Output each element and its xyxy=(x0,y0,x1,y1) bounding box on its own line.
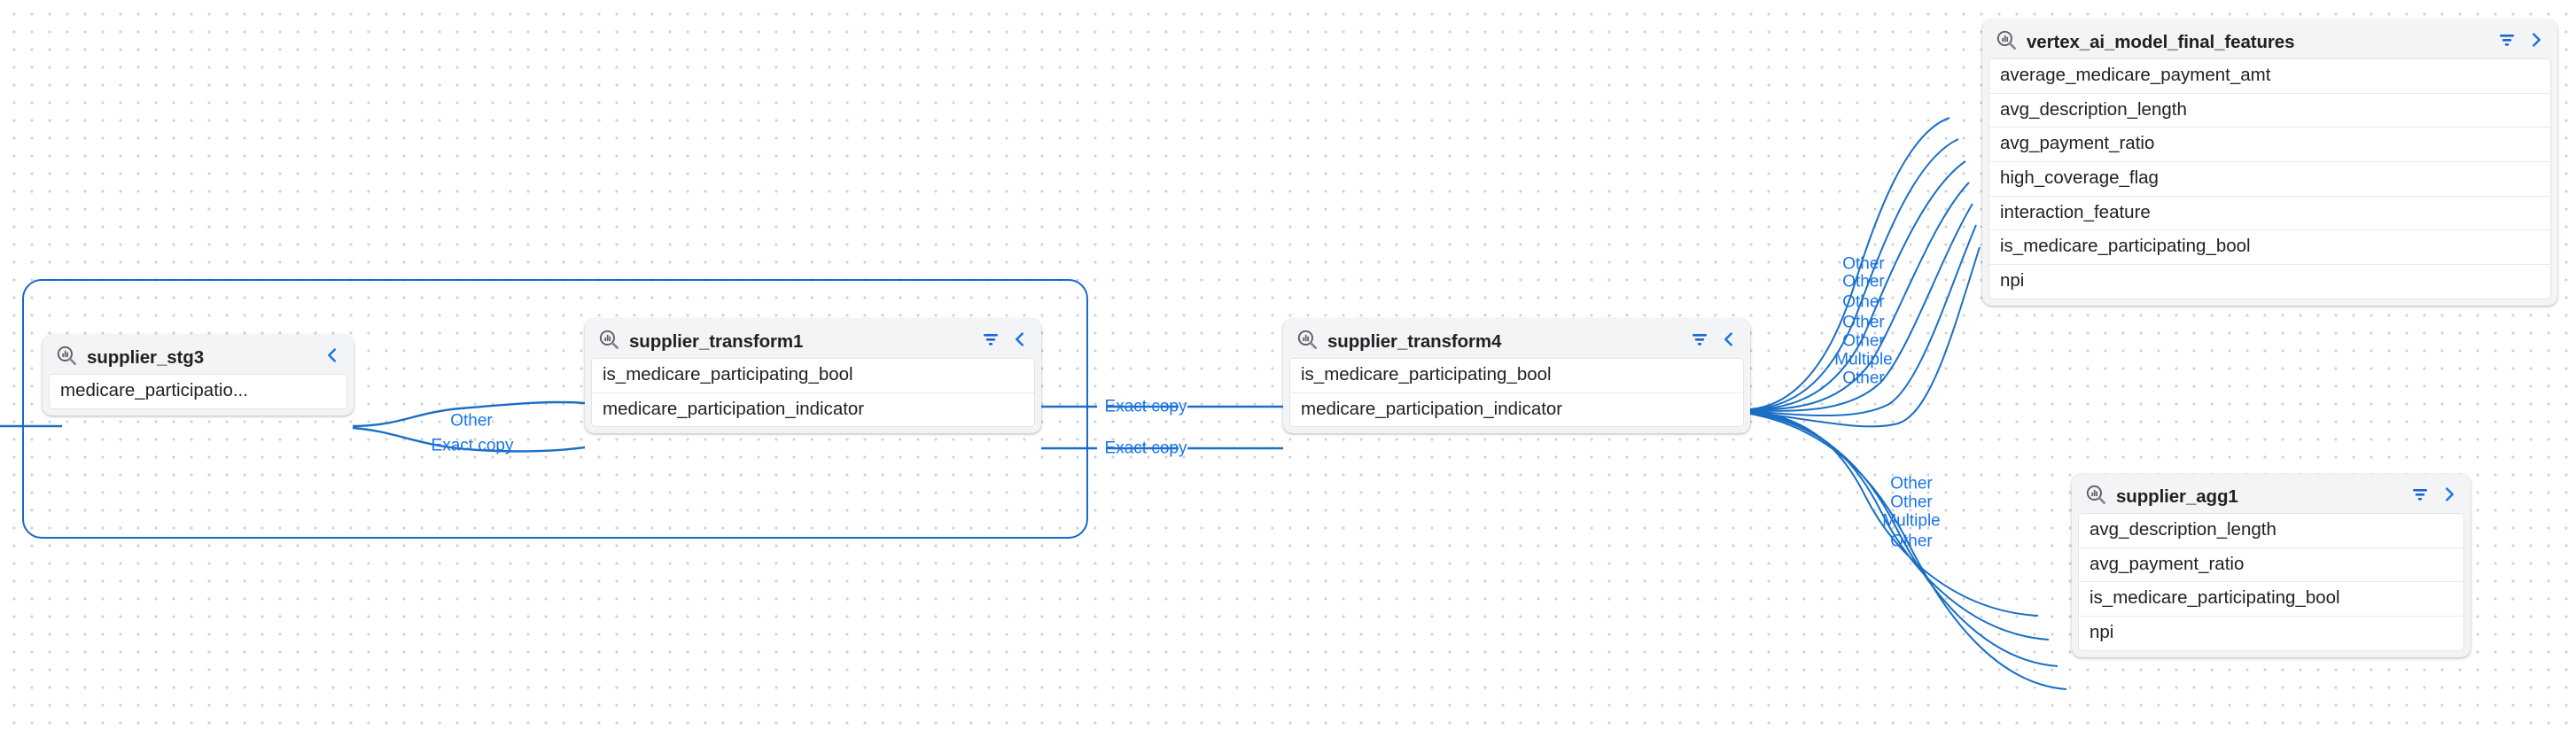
edge-label: Other xyxy=(1842,313,1885,332)
edge-label: Multiple xyxy=(1834,350,1893,369)
edge-label: Other xyxy=(1890,532,1933,551)
node-title: supplier_stg3 xyxy=(87,346,204,368)
node-title: supplier_agg1 xyxy=(2116,485,2238,507)
filter-icon[interactable] xyxy=(1689,329,1710,354)
node-header: supplier_agg1 xyxy=(2078,480,2464,513)
node-supplier-transform4[interactable]: supplier_transform4 is_medicare_particip… xyxy=(1283,319,1750,434)
chevron-left-icon[interactable] xyxy=(1010,330,1030,353)
table-search-icon xyxy=(56,345,78,371)
filter-icon[interactable] xyxy=(2409,484,2431,509)
chevron-left-icon[interactable] xyxy=(1719,330,1739,353)
node-header: supplier_transform4 xyxy=(1289,325,1744,358)
edge-label: Exact copy xyxy=(1104,439,1187,458)
edge-label: Exact copy xyxy=(1104,397,1187,416)
node-field[interactable]: npi xyxy=(1989,265,2550,299)
edge-label: Other xyxy=(1842,254,1885,274)
node-supplier-stg3[interactable]: supplier_stg3 medicare_participatio... xyxy=(43,335,354,415)
node-field-list: average_medicare_payment_amt avg_descrip… xyxy=(1988,58,2551,299)
chevron-right-icon[interactable] xyxy=(2440,485,2459,509)
edge-label: Other xyxy=(1842,369,1885,388)
node-field[interactable]: high_coverage_flag xyxy=(1989,162,2550,197)
node-supplier-transform1[interactable]: supplier_transform1 is_medicare_particip… xyxy=(585,319,1041,434)
node-vertex-ai-model-final-features[interactable]: vertex_ai_model_final_features average_m… xyxy=(1982,19,2557,306)
node-field-list: is_medicare_participating_bool medicare_… xyxy=(591,358,1035,428)
node-field[interactable]: medicare_participation_indicator xyxy=(1290,392,1743,427)
node-field[interactable]: avg_description_length xyxy=(1989,93,2550,128)
edge-label: Other xyxy=(1842,272,1885,291)
edge-label: Other xyxy=(1842,331,1885,351)
chevron-left-icon[interactable] xyxy=(323,346,342,369)
chevron-right-icon[interactable] xyxy=(2526,30,2546,54)
edge-label: Other xyxy=(1890,474,1933,493)
node-field[interactable]: avg_payment_ratio xyxy=(1989,128,2550,163)
node-field[interactable]: avg_description_length xyxy=(2079,514,2463,548)
edge-label: Other xyxy=(1842,292,1885,312)
table-search-icon xyxy=(598,329,620,355)
node-title: vertex_ai_model_final_features xyxy=(2027,31,2295,52)
node-title: supplier_transform4 xyxy=(1327,330,1502,352)
node-field[interactable]: npi xyxy=(2079,617,2463,650)
filter-icon[interactable] xyxy=(2496,29,2518,55)
table-search-icon xyxy=(1296,329,1319,355)
node-supplier-agg1[interactable]: supplier_agg1 avg_description_length avg… xyxy=(2072,474,2471,657)
table-search-icon xyxy=(1996,29,2018,56)
node-field[interactable]: average_medicare_payment_amt xyxy=(1989,59,2550,94)
node-field[interactable]: interaction_feature xyxy=(1989,196,2550,231)
filter-icon[interactable] xyxy=(980,329,1001,354)
node-header: supplier_stg3 xyxy=(49,341,347,374)
node-field-list: avg_description_length avg_payment_ratio… xyxy=(2078,513,2464,651)
node-header: vertex_ai_model_final_features xyxy=(1988,26,2551,58)
node-field-list: is_medicare_participating_bool medicare_… xyxy=(1289,358,1744,428)
edge-label: Other xyxy=(1890,493,1933,512)
table-search-icon xyxy=(2085,484,2107,510)
node-field-list: medicare_participatio... xyxy=(49,374,347,409)
node-header: supplier_transform1 xyxy=(591,325,1035,358)
edge-label: Multiple xyxy=(1882,511,1941,531)
node-field[interactable]: is_medicare_participating_bool xyxy=(592,359,1034,393)
node-field[interactable]: medicare_participatio... xyxy=(50,375,346,408)
node-title: supplier_transform1 xyxy=(629,330,804,352)
node-field[interactable]: is_medicare_participating_bool xyxy=(1290,359,1743,393)
node-field[interactable]: medicare_participation_indicator xyxy=(592,392,1034,427)
node-field[interactable]: is_medicare_participating_bool xyxy=(2079,582,2463,617)
node-field[interactable]: is_medicare_participating_bool xyxy=(1989,230,2550,266)
lineage-group-container[interactable] xyxy=(22,279,1088,539)
node-field[interactable]: avg_payment_ratio xyxy=(2079,548,2463,583)
